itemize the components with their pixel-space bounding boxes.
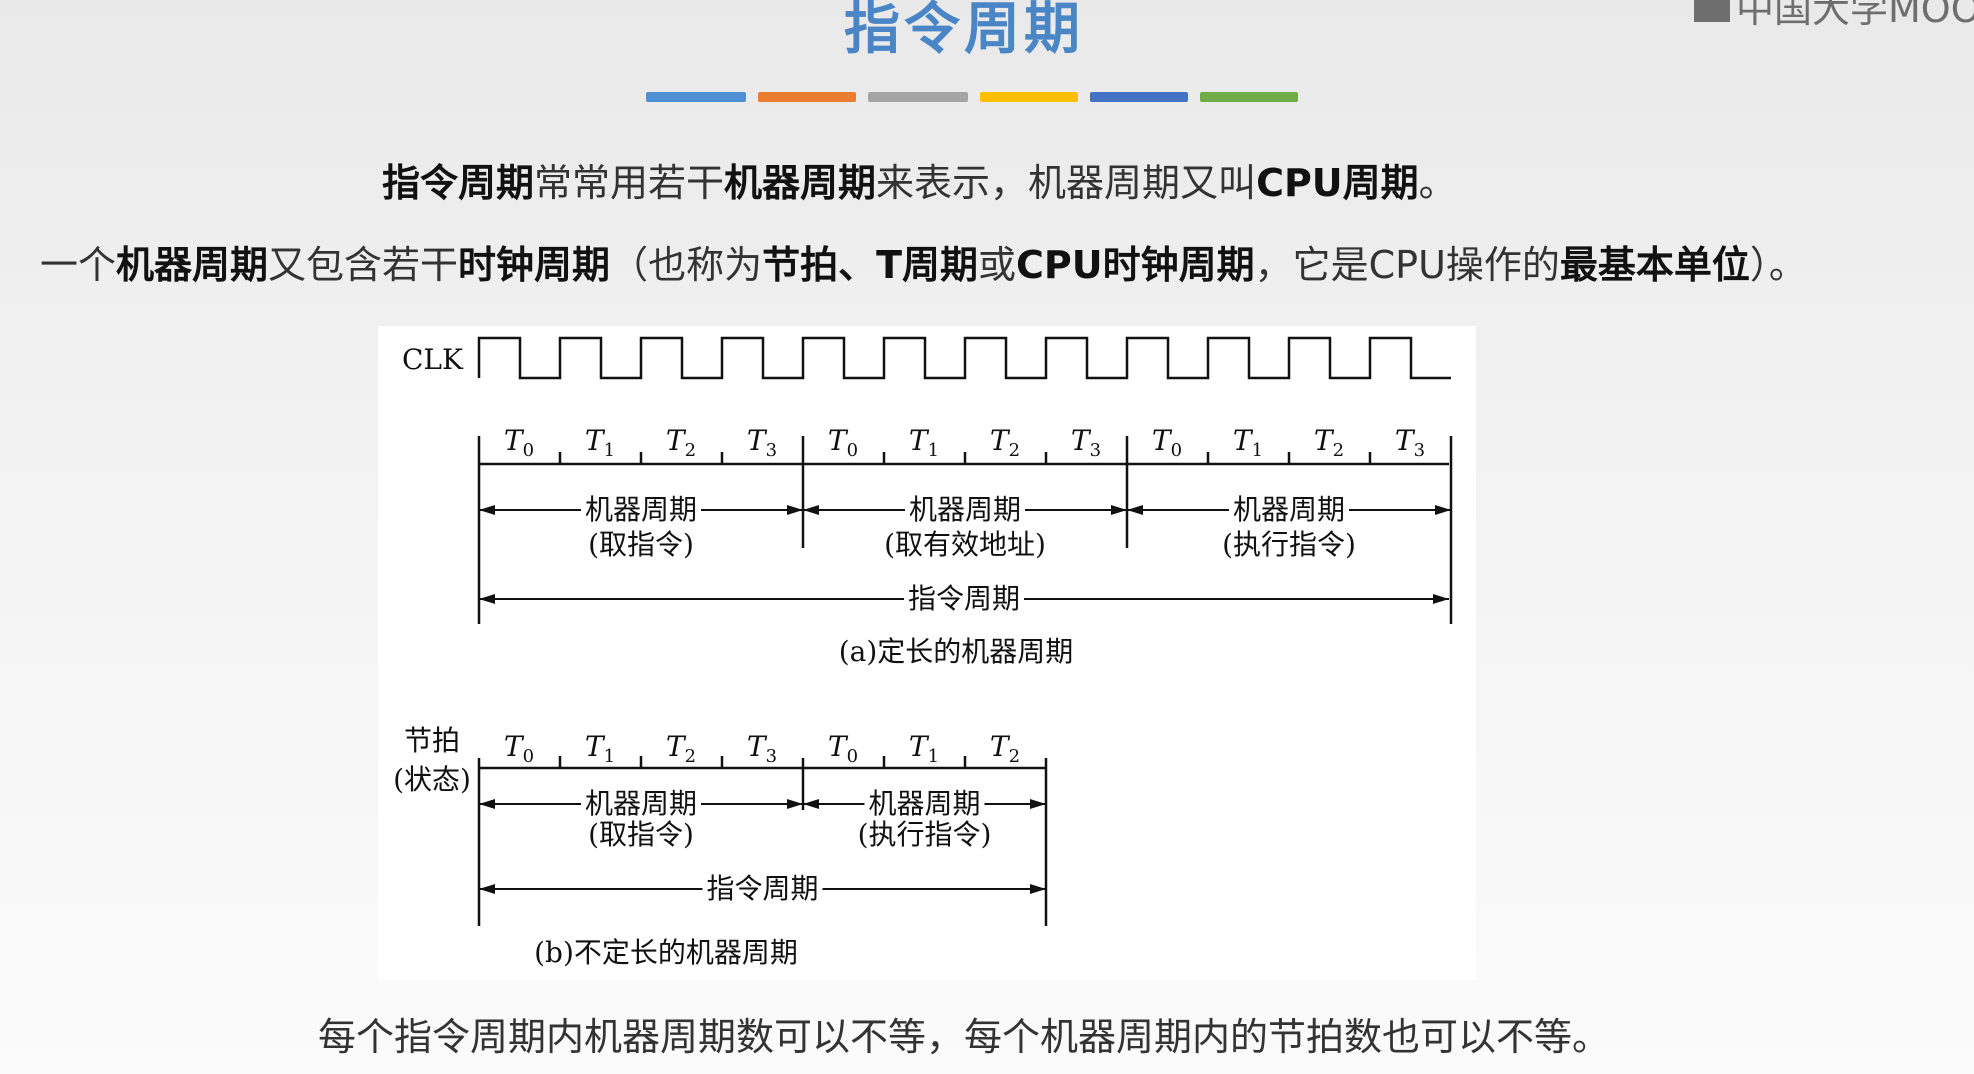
machine-cycle-b-left-arrow — [479, 799, 495, 809]
page-title: 指令周期 — [844, 0, 1084, 62]
text: 常常用若干 — [534, 161, 725, 205]
text: 又包含若干 — [268, 243, 459, 287]
term-machine-cycle: 机器周期 — [116, 243, 269, 287]
machine-cycle-a-right-arrow — [1435, 505, 1451, 515]
beat-label-b: T0 — [828, 730, 858, 767]
definition-line-1: 指令周期常常用若干机器周期来表示，机器周期又叫CPU周期。 — [382, 152, 1457, 207]
text: ，它是CPU操作的 — [1254, 243, 1560, 287]
term-cpu-clock-cycle: CPU时钟周期 — [1016, 243, 1255, 287]
machine-cycle-b-right-arrow — [1030, 799, 1046, 809]
beat-label-a: T3 — [1071, 424, 1101, 461]
text: 或 — [978, 243, 1017, 287]
row-label-state: (状态) — [393, 763, 471, 796]
underline-stripe — [646, 92, 746, 102]
beat-label-b: T2 — [666, 730, 696, 767]
machine-cycle-a-label: 机器周期 — [909, 493, 1021, 526]
term-machine-cycle: 机器周期 — [724, 161, 877, 205]
machine-cycle-a-right-arrow — [787, 505, 803, 515]
beat-label-b: T0 — [504, 730, 534, 767]
machine-cycle-desc-b: (取指令) — [588, 818, 694, 851]
machine-cycle-desc-a: (执行指令) — [1222, 528, 1356, 561]
machine-cycle-desc-a: (取有效地址) — [884, 528, 1046, 561]
beat-label-a: T3 — [1395, 424, 1425, 461]
text: （也称为 — [610, 243, 763, 287]
title-underline-stripes — [646, 92, 1298, 102]
term-beat: 节拍、T周期 — [762, 243, 978, 287]
beat-label-a: T1 — [909, 424, 939, 461]
beat-label-a: T0 — [1152, 424, 1182, 461]
machine-cycle-a-left-arrow — [803, 505, 819, 515]
clk-waveform — [477, 336, 1451, 380]
machine-cycle-desc-b: (执行指令) — [858, 818, 992, 851]
instruction-cycle-a-right-arrow — [1433, 594, 1449, 604]
machine-cycle-desc-a: (取指令) — [588, 528, 694, 561]
term-basic-unit: 最基本单位 — [1559, 243, 1750, 287]
beat-label-b: T2 — [990, 730, 1020, 767]
instruction-cycle-b-label: 指令周期 — [706, 872, 818, 905]
underline-stripe — [1090, 92, 1188, 102]
text: 一个 — [40, 243, 117, 287]
machine-cycle-b-label: 机器周期 — [585, 787, 697, 820]
beat-label-b: T1 — [909, 730, 939, 767]
term-cpu-cycle: CPU周期 — [1256, 161, 1419, 205]
beat-label-a: T0 — [504, 424, 534, 461]
underline-stripe — [868, 92, 968, 102]
mooc-logo: 中国大学MOOC — [1694, 0, 1974, 32]
summary-text: 每个指令周期内机器周期数可以不等，每个机器周期内的节拍数也可以不等。 — [318, 1015, 1611, 1059]
definition-line-2: 一个机器周期又包含若干时钟周期（也称为节拍、T周期或CPU时钟周期，它是CPU操… — [40, 234, 1807, 289]
clk-label: CLK — [402, 343, 464, 376]
text: ）。 — [1749, 243, 1807, 287]
caption-b: (b)不定长的机器周期 — [534, 936, 798, 969]
machine-cycle-a-right-arrow — [1111, 505, 1127, 515]
logo-text: 中国大学MOOC — [1736, 0, 1974, 31]
beat-label-a: T1 — [585, 424, 615, 461]
term-clock-cycle: 时钟周期 — [458, 243, 611, 287]
beat-label-a: T2 — [1314, 424, 1344, 461]
beat-label-b: T1 — [585, 730, 615, 767]
machine-cycle-a-left-arrow — [479, 505, 495, 515]
underline-stripe — [758, 92, 856, 102]
text: 。 — [1418, 161, 1457, 205]
caption-a: (a)定长的机器周期 — [839, 635, 1074, 668]
underline-stripe — [1200, 92, 1298, 102]
machine-cycle-b-right-arrow — [787, 799, 803, 809]
logo-icon — [1694, 0, 1730, 22]
instruction-cycle-b-right-arrow — [1030, 884, 1046, 894]
instruction-cycle-a-label: 指令周期 — [908, 582, 1020, 615]
instruction-cycle-a-left-arrow — [479, 594, 495, 604]
machine-cycle-a-label: 机器周期 — [1233, 493, 1345, 526]
underline-stripe — [980, 92, 1078, 102]
machine-cycle-b-label: 机器周期 — [868, 787, 980, 820]
term-instruction-cycle: 指令周期 — [382, 161, 535, 205]
beat-label-b: T3 — [747, 730, 777, 767]
beat-label-a: T2 — [990, 424, 1020, 461]
machine-cycle-a-label: 机器周期 — [585, 493, 697, 526]
instruction-cycle-b-left-arrow — [479, 884, 495, 894]
row-label-beat: 节拍 — [404, 724, 460, 757]
text: 来表示，机器周期又叫 — [876, 161, 1257, 205]
beat-label-a: T3 — [747, 424, 777, 461]
beat-label-a: T1 — [1233, 424, 1263, 461]
machine-cycle-b-left-arrow — [803, 799, 819, 809]
beat-label-a: T0 — [828, 424, 858, 461]
machine-cycle-a-left-arrow — [1127, 505, 1143, 515]
beat-label-a: T2 — [666, 424, 696, 461]
